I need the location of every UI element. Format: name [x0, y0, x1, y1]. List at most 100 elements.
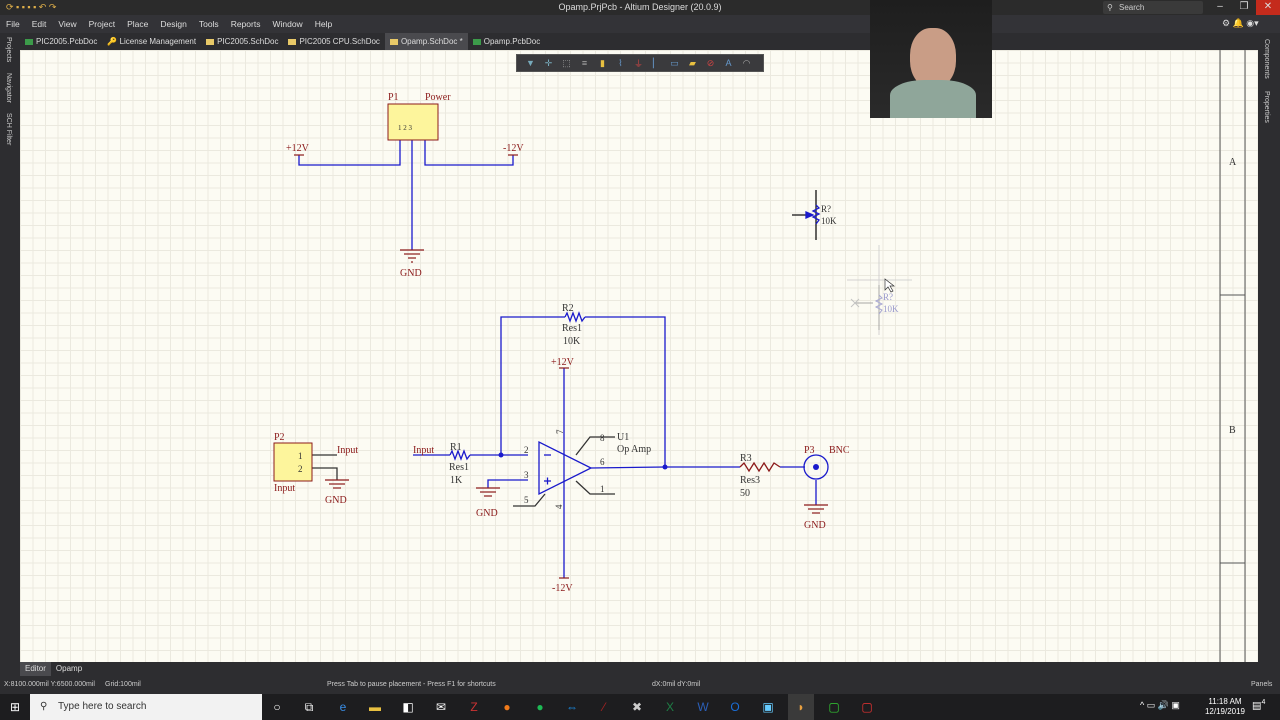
menu-reports[interactable]: Reports [230, 19, 261, 29]
tab-license-management[interactable]: 🔑 License Management [107, 37, 197, 46]
filezilla-icon[interactable]: Z [470, 700, 478, 714]
p2-designator: P2 [274, 432, 285, 443]
tab-pic2005-cpu-schdoc[interactable]: PIC2005 CPU.SchDoc [283, 33, 384, 50]
altium-icon[interactable]: ◗ [788, 694, 814, 720]
store-icon[interactable]: ◧ [402, 700, 414, 714]
wire [487, 479, 528, 488]
menu-help[interactable]: Help [314, 19, 333, 29]
text-icon[interactable]: A [725, 58, 732, 68]
pin-1: 1 [600, 484, 605, 494]
menu-window[interactable]: Window [272, 19, 303, 29]
quick-access-toolbar-icons[interactable]: ⟳ ▪ ▪ ▪ ▪ ↶ ↷ [6, 2, 57, 12]
p3-comment: BNC [829, 445, 850, 456]
menu-tools[interactable]: Tools [198, 19, 219, 29]
tab-opamp-pcbdoc[interactable]: Opamp.PcbDoc [468, 33, 545, 50]
tab-editor[interactable]: Editor [20, 662, 51, 676]
panel-tab-components[interactable]: Components [1263, 39, 1270, 79]
mail-icon[interactable]: ✉ [435, 700, 447, 714]
grid-size: Grid:100mil [105, 681, 141, 688]
menu-file[interactable]: File [6, 19, 20, 29]
app-icon[interactable]: ▣ [762, 700, 774, 714]
menu-design[interactable]: Design [160, 19, 187, 29]
arc-icon[interactable]: ◠ [742, 57, 751, 68]
harness-icon[interactable]: ▭ [670, 57, 679, 68]
system-tray-icons[interactable]: ^ ▭ 🔊 ▣ [1140, 700, 1180, 710]
app-x-icon[interactable]: ✖ [631, 700, 643, 714]
status-bar: X:8100.000mil Y:6500.000mil Grid:100mil … [0, 676, 1280, 694]
menu-edit[interactable]: Edit [31, 19, 47, 29]
spotify-icon[interactable]: ● [536, 700, 544, 714]
panel-tab-navigator[interactable]: Navigator [5, 73, 12, 103]
sch-doc-icon [206, 38, 215, 45]
filter-icon[interactable]: ▼ [526, 58, 535, 68]
port-icon[interactable]: ▰ [689, 57, 696, 68]
teamviewer-icon[interactable]: ⇔ [566, 700, 578, 714]
move-icon[interactable]: ✛ [544, 57, 553, 68]
excel-icon[interactable]: X [665, 700, 674, 714]
close-button[interactable]: ✕ [1256, 0, 1280, 15]
tab-pic2005-pcbdoc[interactable]: PIC2005.PcbDoc [20, 33, 102, 50]
junction [498, 452, 504, 458]
word-icon[interactable]: W [697, 700, 709, 714]
firefox-icon[interactable]: ● [503, 700, 511, 714]
webcam-overlay [870, 0, 992, 118]
r2-value: 10K [563, 336, 581, 347]
p2-pin1: 1 [298, 451, 303, 461]
schematic-canvas[interactable]: P1 Power 1 2 3 +12V -12V GND R2 Res1 10K… [20, 50, 1258, 662]
gnd-icon [476, 487, 500, 497]
select-icon[interactable]: ⬚ [562, 57, 571, 68]
panels-button[interactable]: Panels [1251, 681, 1273, 688]
tab-opamp[interactable]: Opamp [55, 664, 83, 673]
panel-tab-properties[interactable]: Properties [1263, 91, 1270, 123]
wire [298, 140, 401, 166]
power-port-icon[interactable]: ⏚ [633, 58, 643, 69]
ghost-pot-value: 10K [883, 304, 899, 314]
restore-button[interactable]: ❐ [1239, 1, 1249, 12]
taskbar-search[interactable]: ⚲Type here to search [30, 694, 262, 720]
panel-tab-sch-filter[interactable]: SCH Filter [5, 113, 12, 146]
ghost-pot-designator: R? [883, 292, 893, 302]
zone-a: A [1229, 157, 1237, 168]
search-icon: ⚲ [1107, 3, 1113, 12]
edge-icon[interactable]: e [339, 700, 347, 714]
windows-start-icon[interactable]: ⊞ [9, 700, 21, 714]
app-red-icon[interactable]: ▢ [861, 700, 873, 714]
pcb-doc-icon [25, 38, 33, 45]
p1-pins: 1 2 3 [398, 124, 413, 132]
place-part-icon[interactable]: ▮ [600, 57, 605, 68]
app-icon[interactable]: ⁄ [602, 700, 605, 714]
tab-pic2005-schdoc[interactable]: PIC2005.SchDoc [201, 33, 283, 50]
tab-opamp-schdoc[interactable]: Opamp.SchDoc * [384, 33, 468, 50]
net-label-input: Input [413, 445, 434, 456]
app-green-icon[interactable]: ▢ [828, 700, 840, 714]
gnd-label: GND [804, 520, 826, 531]
menu-place[interactable]: Place [127, 19, 149, 29]
wire-icon[interactable]: ⌇ [618, 57, 623, 68]
u1-vminus-label: -12V [552, 583, 573, 594]
task-view-icon[interactable]: ⧉ [304, 700, 314, 714]
wire [500, 316, 565, 455]
align-icon[interactable]: ≡ [581, 58, 588, 68]
zone-b: B [1229, 425, 1236, 436]
resistor-r1 [449, 449, 471, 461]
outlook-icon[interactable]: O [730, 700, 740, 714]
bottom-tabs: Editor Opamp [20, 662, 1258, 676]
gnd-label: GND [400, 268, 422, 279]
schematic-drawing: P1 Power 1 2 3 +12V -12V GND R2 Res1 10K… [273, 50, 1246, 662]
pin-2: 2 [524, 445, 529, 455]
minimize-button[interactable]: – [1217, 1, 1223, 12]
search-box[interactable]: ⚲Search [1103, 1, 1203, 14]
settings-notifications-account-icons[interactable]: ⚙ 🔔 ◉▾ [1222, 18, 1259, 28]
cortana-icon[interactable]: ○ [273, 700, 281, 714]
notification-center-icon[interactable]: ▤4 [1252, 699, 1266, 712]
menu-project[interactable]: Project [88, 19, 116, 29]
active-bar-toolbar: ▼ ✛ ⬚ ≡ ▮ ⌇ ⏚ ▏ ▭ ▰ ⊘ A ◠ [516, 54, 764, 72]
file-explorer-icon[interactable]: ▬ [369, 700, 381, 714]
panel-tab-projects[interactable]: Projects [5, 37, 12, 63]
p2-comment: Input [274, 483, 295, 494]
menu-view[interactable]: View [58, 19, 77, 29]
bus-icon[interactable]: ▏ [653, 57, 660, 68]
directive-icon[interactable]: ⊘ [706, 57, 715, 68]
gnd-label: GND [325, 495, 347, 506]
